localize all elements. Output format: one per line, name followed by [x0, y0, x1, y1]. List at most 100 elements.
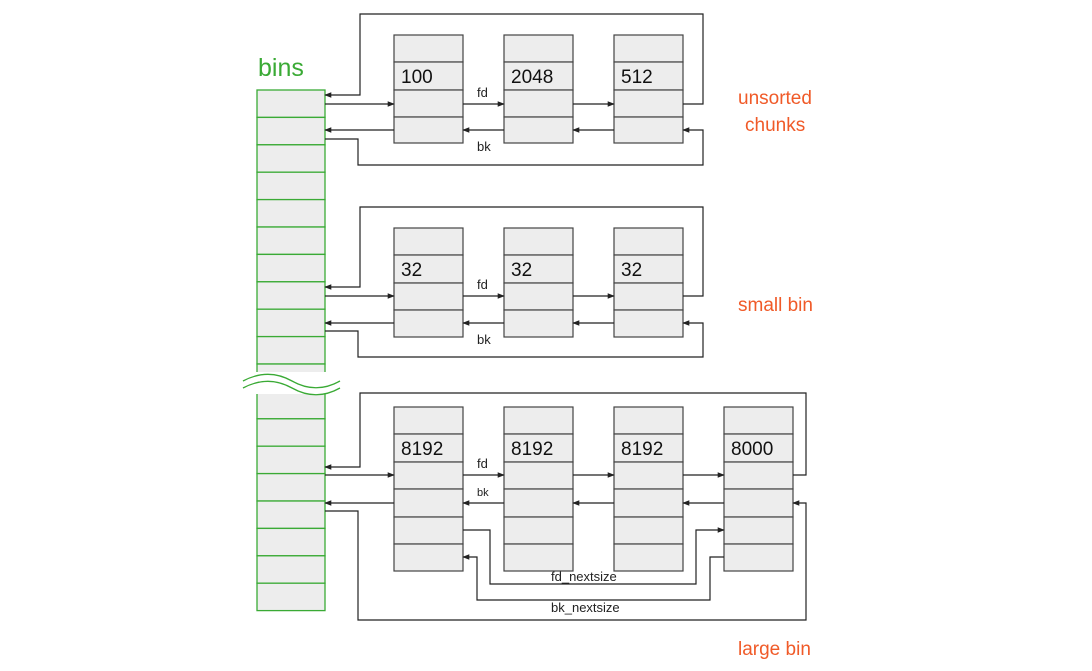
- large-bin-label: large bin: [738, 639, 811, 660]
- bk-nextsize-label: bk_nextsize: [551, 600, 620, 615]
- chunk-size-label: 2048: [511, 67, 553, 88]
- bins-label: bins: [258, 54, 304, 82]
- bins-break-marker: [240, 372, 341, 396]
- chunk-field: [613, 61, 684, 91]
- chunk-field: [393, 34, 464, 63]
- bin-slot: [256, 253, 326, 283]
- chunk-field: [503, 516, 574, 545]
- chunk-size-label: 32: [511, 260, 532, 281]
- chunk: 32: [393, 227, 464, 338]
- unsorted-chunks-group: 100 2048 512: [393, 34, 684, 144]
- chunk-field: [393, 406, 464, 435]
- chunk-field: [393, 282, 464, 311]
- large-bin-group: 8192 8192 8192 8000: [393, 406, 794, 572]
- chunk-field: [503, 488, 574, 518]
- chunk-field: [503, 282, 574, 311]
- bin-slot: [256, 472, 326, 502]
- chunk: 512: [613, 34, 684, 144]
- large-bin-fd-label: fd: [477, 456, 488, 471]
- chunk: 2048: [503, 34, 574, 144]
- chunk-field: [503, 254, 574, 284]
- large-bin-links: [324, 392, 807, 621]
- bin-slot: [256, 281, 326, 310]
- chunk-field: [503, 61, 574, 91]
- bin-slot: [256, 226, 326, 256]
- chunk-size-label: 8192: [621, 439, 663, 460]
- bins-array: [256, 89, 326, 612]
- chunk-field: [393, 89, 464, 118]
- chunk-field: [503, 116, 574, 144]
- chunk-field: [613, 543, 684, 572]
- chunk-field: [613, 34, 684, 63]
- chunk-size-label: 8192: [511, 439, 553, 460]
- large-bin-bk-label: bk: [477, 487, 489, 499]
- chunk-size-label: 32: [401, 260, 422, 281]
- chunk-field: [613, 282, 684, 311]
- chunk-field: [393, 543, 464, 572]
- chunk-field: [393, 309, 464, 338]
- bin-slot: [256, 335, 326, 365]
- chunk-field: [723, 433, 794, 463]
- bin-slot: [256, 445, 326, 475]
- chunk-size-label: 8192: [401, 439, 443, 460]
- small-bin-label: small bin: [738, 295, 813, 316]
- bin-slot: [256, 198, 326, 228]
- chunk-field: [723, 406, 794, 435]
- unsorted-label-line1: unsorted: [738, 88, 812, 109]
- small-bin-fd-label: fd: [477, 277, 488, 292]
- unsorted-bk-label: bk: [477, 139, 491, 154]
- chunk-size-label: 100: [401, 67, 433, 88]
- chunk-field: [393, 516, 464, 545]
- chunk-field: [723, 488, 794, 518]
- bin-slot: [256, 390, 326, 420]
- chunk-field: [393, 227, 464, 256]
- chunk-field: [503, 89, 574, 118]
- bin-slot: [256, 500, 326, 530]
- chunk-field: [613, 116, 684, 144]
- chunk-field: [393, 116, 464, 144]
- chunk-field: [613, 461, 684, 490]
- chunk: 8192: [393, 406, 464, 572]
- chunk-field: [503, 309, 574, 338]
- chunk: 8192: [613, 406, 684, 572]
- chunk-field: [723, 543, 794, 572]
- chunk-field: [613, 227, 684, 256]
- chunk-field: [503, 406, 574, 435]
- bin-slot: [256, 116, 326, 146]
- chunk-field: [613, 406, 684, 435]
- chunk-field: [613, 254, 684, 284]
- chunk-size-label: 32: [621, 260, 642, 281]
- chunk-field: [503, 227, 574, 256]
- chunk-field: [613, 488, 684, 518]
- bin-slot: [256, 171, 326, 201]
- unsorted-fd-label: fd: [477, 85, 488, 100]
- chunk: 100: [393, 34, 464, 144]
- bin-slot: [256, 527, 326, 557]
- bin-slot: [256, 89, 326, 119]
- unsorted-label-line2: chunks: [745, 115, 805, 136]
- fd-nextsize-label: fd_nextsize: [551, 569, 617, 584]
- chunk-field: [503, 34, 574, 63]
- chunk-field: [613, 89, 684, 118]
- chunk-field: [503, 461, 574, 490]
- chunk-field: [503, 543, 574, 572]
- small-bin-bk-label: bk: [477, 332, 491, 347]
- chunk: 8000: [723, 406, 794, 572]
- small-bin-links: [324, 206, 704, 358]
- chunk-field: [723, 516, 794, 545]
- chunk-field: [613, 309, 684, 338]
- bin-slot: [256, 418, 326, 447]
- chunk-field: [393, 488, 464, 518]
- chunk-size-label: 8000: [731, 439, 773, 460]
- bin-slot: [256, 555, 326, 584]
- unsorted-links: [324, 13, 704, 166]
- chunk-field: [613, 516, 684, 545]
- chunk: 32: [613, 227, 684, 338]
- bin-slot: [256, 144, 326, 173]
- bin-slot: [256, 582, 326, 612]
- chunk-size-label: 512: [621, 67, 653, 88]
- chunk: 8192: [503, 406, 574, 572]
- chunk-field: [503, 433, 574, 463]
- small-bin-group: 32 32 32: [393, 227, 684, 338]
